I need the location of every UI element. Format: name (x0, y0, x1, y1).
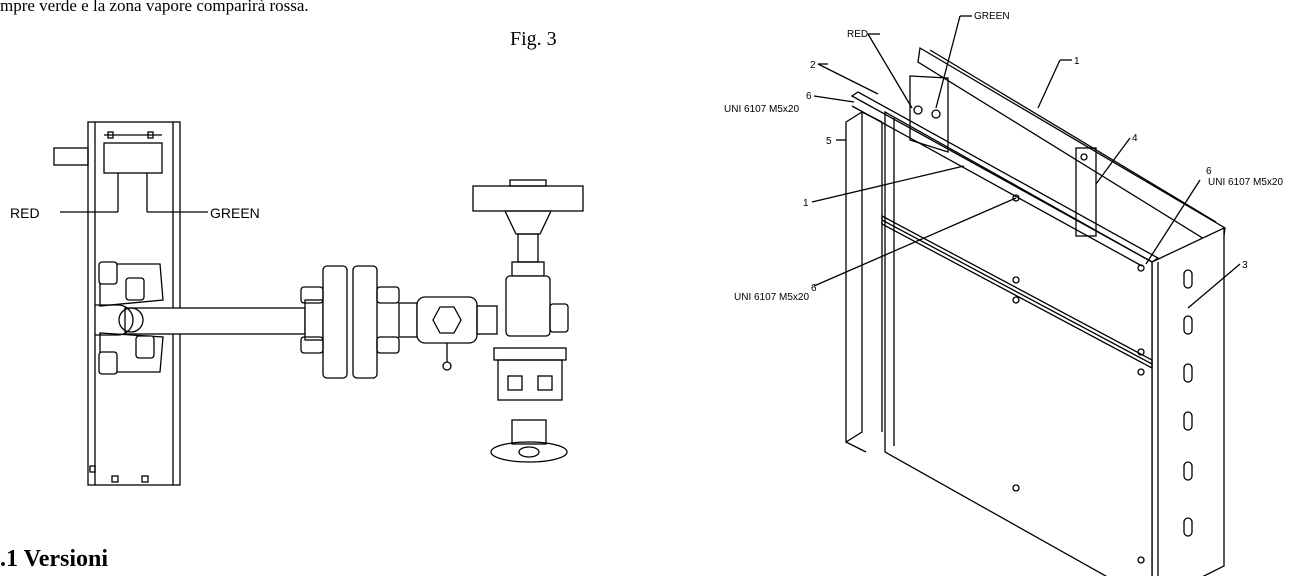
part-6-left-label: 6 (806, 91, 812, 102)
spec-mid-label: UNI 6107 M5x20 (734, 292, 809, 303)
intro-text: mpre verde e la zona vapore comparirà ro… (0, 0, 309, 15)
right-red-label: RED (847, 29, 868, 40)
left-green-label: GREEN (210, 205, 260, 221)
part-6-right-label: 6 (1206, 166, 1212, 177)
part-5-label: 5 (826, 136, 832, 147)
left-red-label: RED (10, 205, 40, 221)
figure-label: Fig. 3 (510, 28, 557, 50)
right-drawing (811, 15, 1241, 576)
spec-right-label: UNI 6107 M5x20 (1208, 177, 1283, 188)
part-4-label: 4 (1132, 133, 1138, 144)
part-3-label: 3 (1242, 260, 1248, 271)
left-drawing (53, 121, 584, 486)
right-labels: GREEN RED 1 2 6 UNI 6107 M5x20 5 4 1 6 U… (724, 11, 1283, 303)
part-2-label: 2 (810, 60, 816, 71)
section-heading: .1 Versioni (0, 546, 109, 572)
spec-left-label: UNI 6107 M5x20 (724, 104, 799, 115)
part-1-left-label: 1 (803, 198, 809, 209)
right-green-label: GREEN (974, 11, 1010, 22)
part-6-mid-label: 6 (811, 283, 817, 294)
part-1-top-label: 1 (1074, 56, 1080, 67)
